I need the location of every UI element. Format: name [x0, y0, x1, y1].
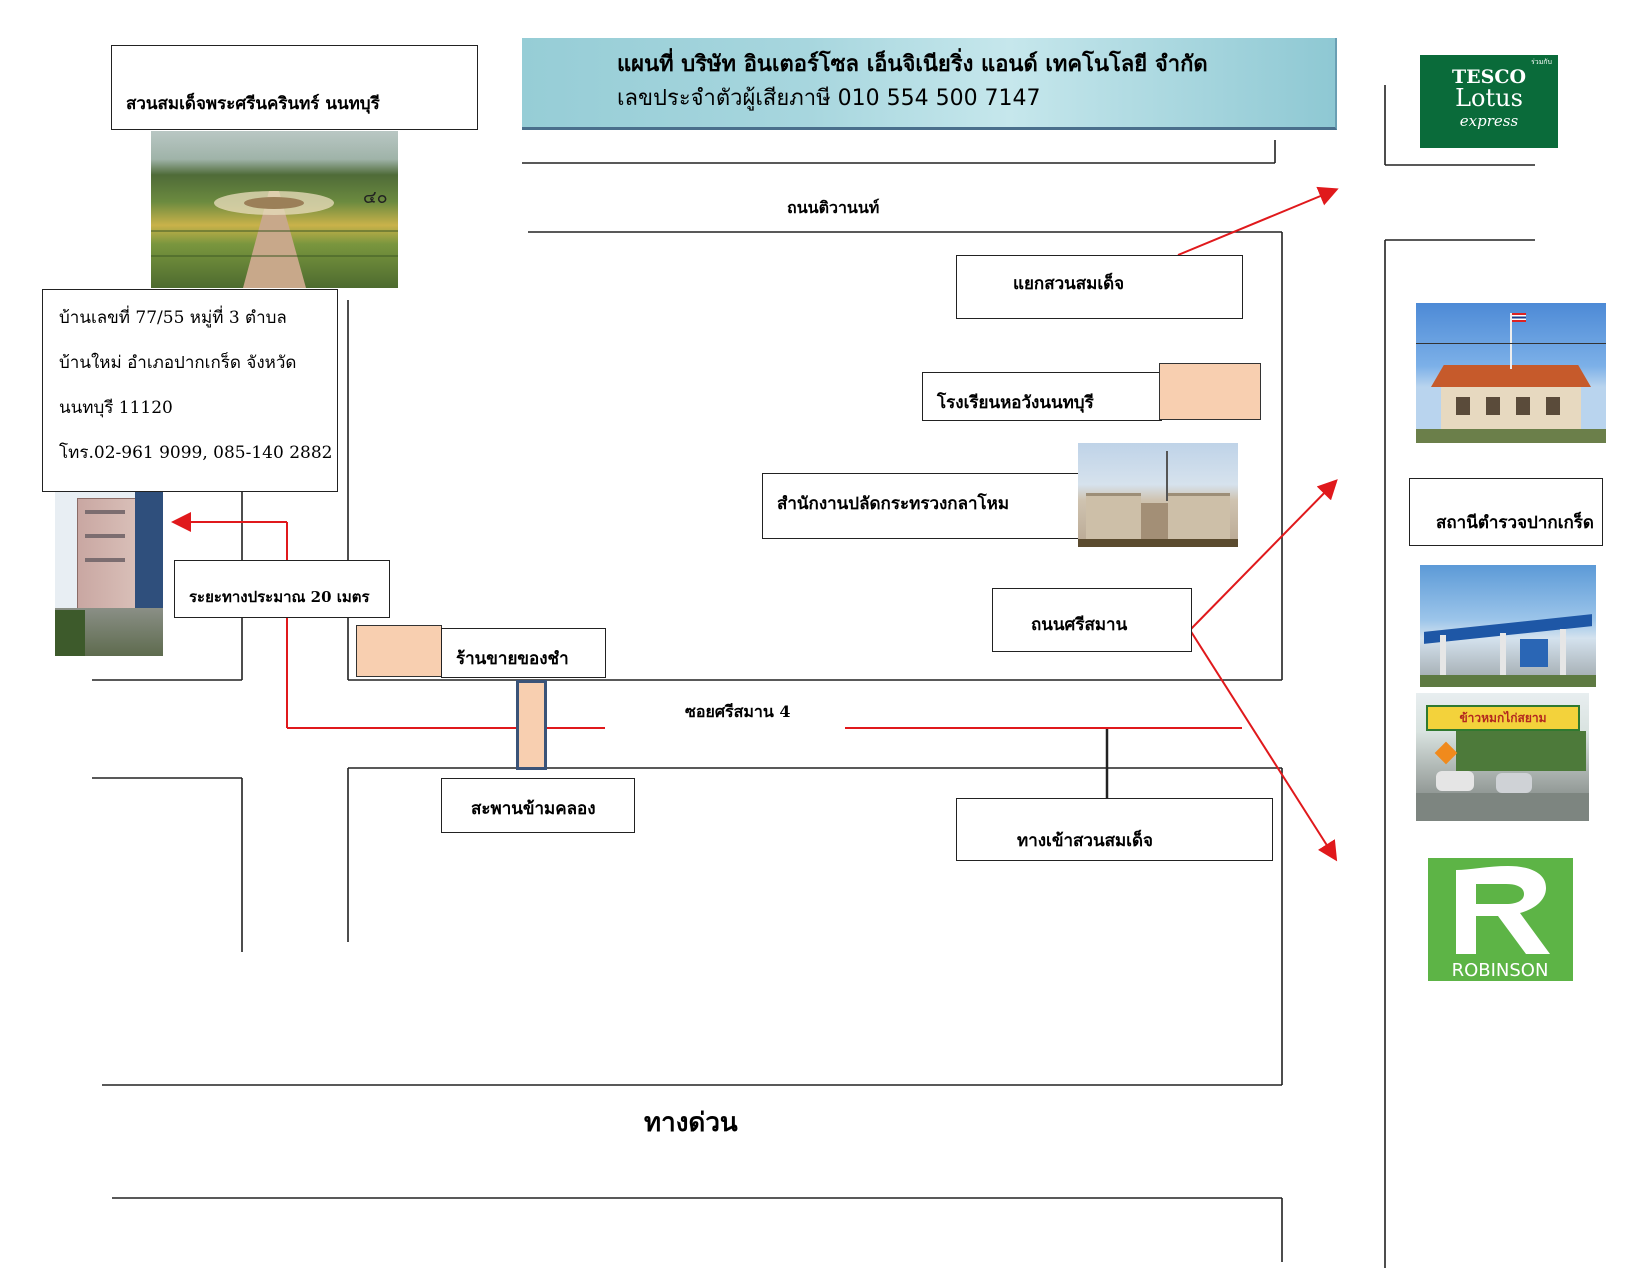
distance-label: ระยะทางประมาณ 20 เมตร: [189, 588, 370, 606]
police-label: สถานีตำรวจปากเกร็ด: [1436, 513, 1594, 533]
school-marker: [1159, 363, 1261, 420]
school-label: โรงเรียนหอวังนนทบุรี: [937, 393, 1094, 413]
map-title: แผนที่ บริษัท อินเตอร์โซล เอ็นจิเนียริ่ง…: [617, 52, 1208, 77]
park-label-box: สวนสมเด็จพระศรีนครินทร์ นนทบุรี: [111, 45, 478, 130]
lotus-text: Lotus: [1455, 84, 1523, 112]
srisaman-road-box: ถนนศรีสมาน: [992, 588, 1192, 652]
expressway-label: ทางด่วน: [644, 1108, 738, 1138]
distance-box: ระยะทางประมาณ 20 เมตร: [174, 560, 390, 618]
route-arrow-police: [1189, 479, 1338, 631]
robinson-text: ROBINSON: [1452, 960, 1549, 981]
soi-srisaman-label: ซอยศรีสมาน 4: [685, 702, 791, 721]
address-line-3: นนทบุรี 11120: [59, 398, 173, 418]
srisaman-road-label: ถนนศรีสมาน: [1031, 615, 1128, 635]
express-text: express: [1459, 112, 1519, 130]
company-building-photo: [55, 490, 163, 656]
tesco-text: TESCO: [1451, 66, 1526, 88]
junction-label: แยกสวนสมเด็จ: [1013, 274, 1125, 294]
park-entrance-box: ทางเข้าสวนสมเด็จ: [956, 798, 1273, 861]
phone-line: โทร.02-961 9099, 085-140 2882: [59, 443, 333, 463]
address-line-1: บ้านเลขที่ 77/55 หมู่ที่ 3 ตำบล: [59, 308, 287, 328]
grocery-marker: [356, 625, 442, 677]
police-box: สถานีตำรวจปากเกร็ด: [1409, 478, 1603, 546]
gas-station-photo: [1420, 565, 1596, 687]
police-station-photo: [1416, 303, 1606, 443]
address-box: บ้านเลขที่ 77/55 หมู่ที่ 3 ตำบล บ้านใหม่…: [42, 289, 338, 492]
address-line-2: บ้านใหม่ อำเภอปากเกร็ด จังหวัด: [59, 353, 297, 373]
route-arrow-tesco: [1177, 186, 1339, 256]
school-box: โรงเรียนหอวังนนทบุรี: [922, 372, 1162, 421]
ministry-box: สำนักงานปลัดกระทรวงกลาโหม: [762, 473, 1080, 539]
park-sign-text: ๔๐: [363, 187, 388, 208]
bridge-box: สะพานข้ามคลอง: [441, 778, 635, 833]
grocery-box: ร้านขายของชำ: [441, 628, 606, 678]
map-title-banner: แผนที่ บริษัท อินเตอร์โซล เอ็นจิเนียริ่ง…: [522, 38, 1337, 130]
park-entrance-label: ทางเข้าสวนสมเด็จ: [1017, 831, 1153, 851]
robinson-logo: ROBINSON: [1428, 858, 1573, 981]
park-photo: ๔๐: [151, 131, 398, 288]
tesco-small-text: ร่วมกับ: [1531, 58, 1552, 66]
tax-id: เลขประจำตัวผู้เสียภาษี 010 554 500 7147: [617, 86, 1041, 111]
route-arrow-robinson: [1189, 629, 1338, 862]
restaurant-sign: ข้าวหมกไก่สยาม: [1426, 705, 1580, 731]
grocery-label: ร้านขายของชำ: [456, 649, 569, 669]
bridge-label: สะพานข้ามคลอง: [471, 799, 596, 819]
tiwanon-road-label: ถนนติวานนท์: [787, 198, 880, 217]
restaurant-photo: ข้าวหมกไก่สยาม: [1416, 693, 1589, 821]
tesco-lotus-logo: ร่วมกับ TESCO Lotus express: [1420, 55, 1558, 148]
ministry-label: สำนักงานปลัดกระทรวงกลาโหม: [777, 494, 1010, 514]
bridge-marker: [516, 680, 547, 770]
park-label: สวนสมเด็จพระศรีนครินทร์ นนทบุรี: [126, 94, 380, 114]
ministry-photo: [1078, 443, 1238, 547]
junction-box: แยกสวนสมเด็จ: [956, 255, 1243, 319]
